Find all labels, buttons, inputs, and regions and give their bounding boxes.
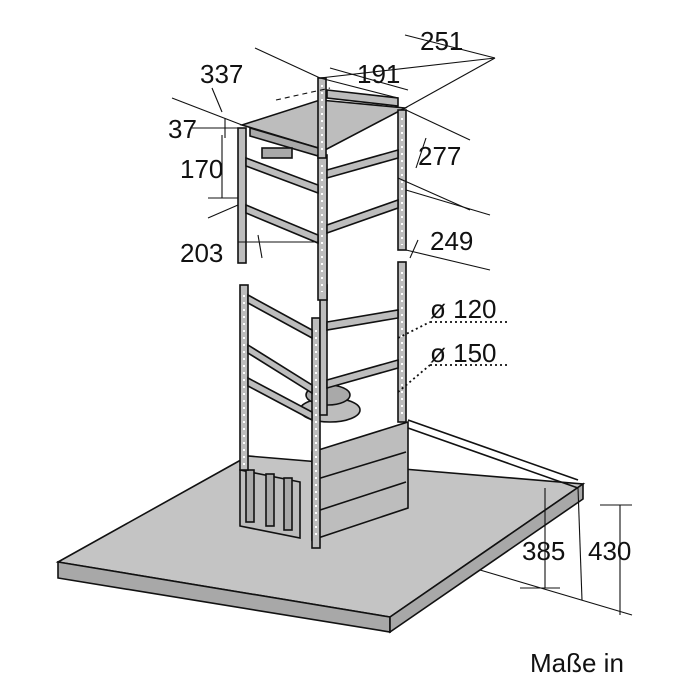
dim-dia-150: ø 150 — [430, 338, 497, 368]
dim-249: 249 — [430, 226, 473, 256]
dimension-lines — [171, 34, 633, 616]
dim-37: 37 — [168, 114, 197, 144]
dim-191: 191 — [357, 59, 400, 89]
dim-203: 203 — [180, 238, 223, 268]
dim-277: 277 — [418, 141, 461, 171]
lower-frame — [239, 261, 579, 549]
units-caption: Maße in — [530, 648, 624, 678]
dim-385: 385 — [522, 536, 565, 566]
dim-430: 430 — [588, 536, 631, 566]
dimension-labels: 251 191 337 37 170 203 277 249 ø 120 ø 1… — [168, 26, 631, 678]
dim-dia-120: ø 120 — [430, 294, 497, 324]
dim-170: 170 — [180, 154, 223, 184]
dim-251: 251 — [420, 26, 463, 56]
upper-frame — [237, 77, 408, 301]
dim-337: 337 — [200, 59, 243, 89]
